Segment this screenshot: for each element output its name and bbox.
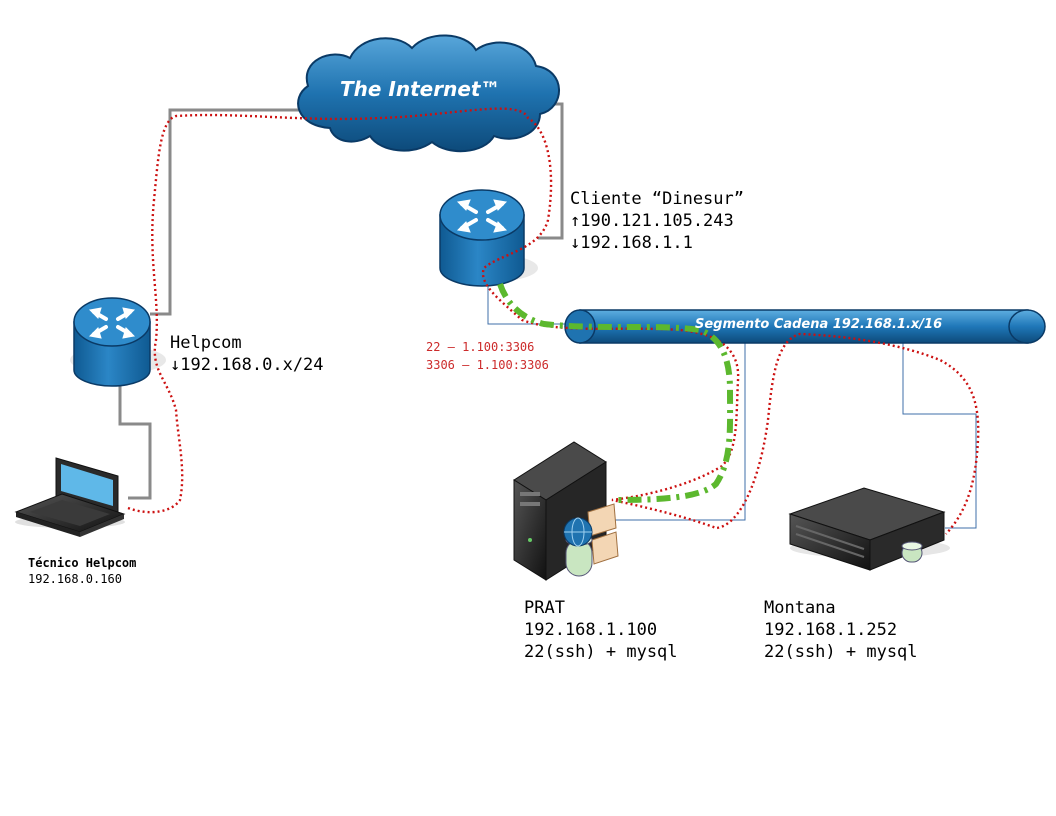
server-montana xyxy=(788,487,950,571)
dinesur-router-wan-ip: ↑190.121.105.243 xyxy=(570,211,734,231)
link-segment-prat xyxy=(610,340,746,521)
router-dinesur xyxy=(439,189,538,287)
gray-links xyxy=(118,102,564,500)
helpcom-router-name: Helpcom xyxy=(170,333,242,353)
laptop xyxy=(14,457,126,537)
montana-ip: 192.168.1.252 xyxy=(764,620,898,640)
server-prat xyxy=(513,441,619,581)
link-segment-montana xyxy=(902,340,977,529)
internet-cloud-label: The Internet™ xyxy=(340,77,501,101)
router-helpcom xyxy=(70,297,166,387)
link-helpcom-internet xyxy=(150,108,320,316)
laptop-ip: 192.168.0.160 xyxy=(28,572,122,586)
prat-ip: 192.168.1.100 xyxy=(524,620,658,640)
laptop-name: Técnico Helpcom xyxy=(28,556,137,570)
prat-services: 22(ssh) + mysql xyxy=(524,642,678,662)
montana-services: 22(ssh) + mysql xyxy=(764,642,918,662)
port-forward-rule: 22 — 1.100:3306 xyxy=(426,340,535,354)
link-helpcom-laptop xyxy=(118,384,152,500)
dinesur-router-lan-ip: ↓192.168.1.1 xyxy=(570,233,693,253)
port-forward-rule: 3306 — 1.100:3306 xyxy=(426,358,549,372)
traffic-path xyxy=(127,107,980,535)
segment-label: Segmento Cadena 192.168.1.x/16 xyxy=(695,317,943,332)
ssh-tunnel-path xyxy=(497,282,734,503)
montana-name: Montana xyxy=(764,598,836,618)
prat-name: PRAT xyxy=(524,598,565,618)
internet-cloud xyxy=(297,34,560,153)
helpcom-router-lan: ↓192.168.0.x/24 xyxy=(170,355,324,375)
dinesur-router-name: Cliente “Dinesur” xyxy=(570,189,744,209)
